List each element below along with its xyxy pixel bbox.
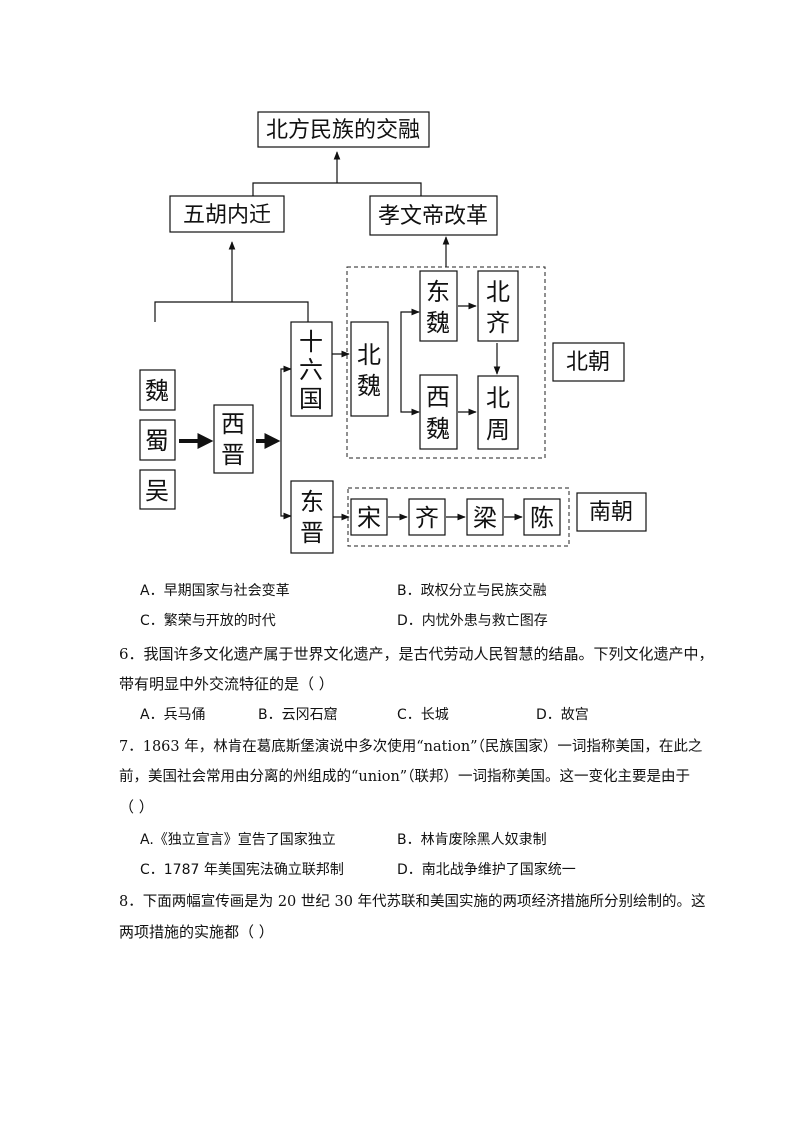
shiliuguo-char1: 十 [299, 328, 323, 356]
wuhu-node: 五胡内迁 [169, 195, 285, 233]
beichao-label: 北朝 [566, 350, 610, 375]
beiwei-node: 北 魏 [350, 321, 389, 417]
connector-lines [154, 151, 523, 521]
xijin-char1: 西 [221, 410, 245, 438]
xijin-char2: 晋 [221, 441, 245, 469]
shu-label: 蜀 [145, 427, 169, 455]
q6-stem-line1: 6．我国许多文化遗产属于世界文化遗产，是古代劳动人民智慧的结晶。下列文化遗产中， [119, 645, 714, 663]
q6-stem-line2: 带有明显中外交流特征的是（ ） [119, 675, 334, 693]
dongjin-char2: 晋 [300, 519, 324, 547]
wei-label: 魏 [145, 377, 169, 405]
song-label: 宋 [357, 504, 381, 532]
wu-label: 吴 [145, 477, 169, 505]
q7-option-d: D．南北战争维护了国家统一 [397, 862, 576, 878]
liang-label: 梁 [473, 504, 497, 532]
q8-stem-line1: 8．下面两幅宣传画是为 20 世纪 30 年代苏联和美国实施的两项经济措施所分别… [119, 894, 706, 910]
dongjin-node: 东 晋 [290, 480, 334, 554]
history-flow-diagram: 北方民族的交融 五胡内迁 孝文帝改革 魏 蜀 吴 西 晋 [139, 111, 647, 554]
xiwei-char1: 西 [426, 383, 450, 411]
qi-label: 齐 [415, 504, 439, 532]
northern-dynasties-region [346, 266, 546, 459]
chen-label: 陈 [530, 504, 554, 532]
xiaowen-label: 孝文帝改革 [378, 204, 488, 229]
beiwei-char2: 魏 [357, 372, 381, 400]
dongwei-char2: 魏 [426, 309, 450, 337]
q5-option-b: B．政权分立与民族交融 [397, 583, 547, 599]
q7-option-c: C．1787 年美国宪法确立联邦制 [140, 862, 344, 878]
southern-dynasties-nodes: 宋 齐 梁 陈 [350, 498, 561, 536]
xiwei-char2: 魏 [426, 415, 450, 443]
southern-dynasties-region [347, 487, 570, 547]
beizhou-char1: 北 [486, 384, 510, 412]
dongjin-char1: 东 [300, 488, 324, 516]
title-node: 北方民族的交融 [257, 111, 430, 148]
q6-option-a: A．兵马俑 [140, 707, 206, 723]
shiliuguo-char3: 国 [299, 385, 323, 413]
q5-option-c: C．繁荣与开放的时代 [140, 613, 276, 629]
nanchao-label: 南朝 [589, 500, 633, 525]
beichao-node: 北朝 [552, 342, 625, 382]
q7-option-b: B．林肯废除黑人奴隶制 [397, 832, 547, 848]
q7-option-a: A.《独立宣言》宣告了国家独立 [140, 832, 336, 848]
q7-stem-line1: 7．1863 年，林肯在葛底斯堡演说中多次使用“nation”（民族国家）一词指… [119, 739, 703, 755]
q5-option-d: D．内忧外患与救亡图存 [397, 613, 548, 629]
xiwei-node: 西 魏 [419, 374, 458, 450]
q5-option-a: A．早期国家与社会变革 [140, 583, 290, 599]
beizhou-char2: 周 [486, 416, 510, 444]
nanchao-node: 南朝 [576, 492, 647, 532]
three-kingdoms-node: 魏 蜀 吴 [139, 369, 176, 510]
title-label: 北方民族的交融 [266, 118, 420, 143]
shiliuguo-char2: 六 [299, 356, 323, 384]
beiqi-char2: 齐 [486, 309, 510, 337]
q7-stem-line3: （ ） [119, 798, 154, 816]
shiliuguo-node: 十 六 国 [290, 321, 333, 417]
xijin-node: 西 晋 [213, 404, 254, 474]
beiqi-node: 北 齐 [477, 270, 519, 342]
wuhu-label: 五胡内迁 [183, 203, 271, 228]
xiaowen-node: 孝文帝改革 [369, 195, 498, 236]
beiwei-char1: 北 [357, 341, 381, 369]
q7-stem-line2: 前，美国社会常用由分离的州组成的“union”（联邦）一词指称美国。这一变化主要… [119, 769, 690, 785]
q6-option-d: D．故宫 [536, 707, 589, 723]
dongwei-char1: 东 [426, 278, 450, 306]
q6-option-b: B．云冈石窟 [258, 707, 338, 723]
beizhou-node: 北 周 [477, 375, 519, 450]
q6-option-c: C．长城 [397, 707, 449, 723]
dongwei-node: 东 魏 [419, 270, 458, 342]
beiqi-char1: 北 [486, 278, 510, 306]
q8-stem-line2: 两项措施的实施都（ ） [119, 923, 274, 941]
